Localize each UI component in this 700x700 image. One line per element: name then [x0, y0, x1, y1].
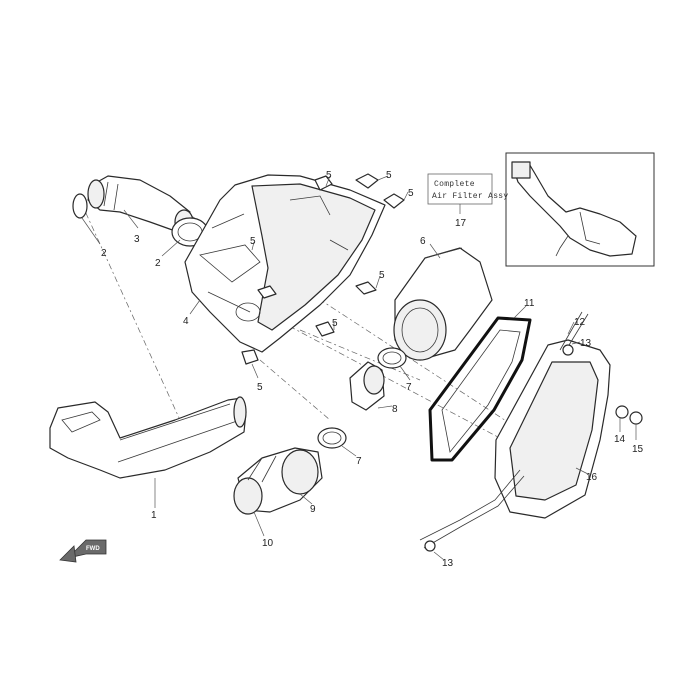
callout-10: 10: [262, 538, 274, 549]
callout-5-b: 5: [386, 170, 392, 181]
callout-5-g: 5: [257, 382, 263, 393]
inset-complete-assembly: [505, 152, 655, 267]
assembly-note-line1: Complete: [434, 180, 475, 189]
assembly-note-box: Complete Air Filter Assy 17: [427, 173, 509, 229]
part-sleeve: [349, 361, 385, 411]
part-band-clamp: [317, 347, 407, 449]
callout-4: 4: [183, 316, 189, 327]
part-intake-duct: [49, 396, 247, 479]
callout-7-a: 7: [406, 382, 412, 393]
callout-1: 1: [151, 510, 157, 521]
callout-17: 17: [455, 218, 467, 229]
callout-3: 3: [134, 234, 140, 245]
callout-8: 8: [392, 404, 398, 415]
callout-2-b: 2: [155, 258, 161, 269]
callout-9: 9: [310, 504, 316, 515]
callout-11: 11: [524, 298, 535, 309]
callout-leaders: [81, 175, 637, 561]
part-airbox-housing: [184, 174, 386, 353]
callout-5-f: 5: [332, 318, 338, 329]
callout-5-a: 5: [326, 170, 332, 181]
callout-13-a: 13: [580, 338, 592, 349]
callout-16: 16: [586, 472, 598, 483]
part-drain-plug: [615, 405, 643, 425]
part-airbox-cover: [419, 311, 611, 552]
assembly-note-line2: Air Filter Assy: [432, 192, 509, 201]
callout-14: 14: [614, 434, 626, 445]
callout-5-d: 5: [250, 236, 256, 247]
callout-6: 6: [420, 236, 426, 247]
forward-label: FWD: [86, 546, 100, 552]
callout-13-b: 13: [442, 558, 454, 569]
part-inlet-boot: [87, 175, 194, 235]
callout-5-c: 5: [408, 188, 414, 199]
part-clamp-a: [72, 193, 88, 219]
callout-12: 12: [574, 317, 586, 328]
callout-numbers: 1 2 2 3 4 5 5 5 5 5 5 5 6 7 7 8 9 10 11 …: [101, 170, 644, 569]
part-throttle-boot: [233, 447, 323, 515]
callout-7-b: 7: [356, 456, 362, 467]
callout-5-e: 5: [379, 270, 385, 281]
callout-2-a: 2: [101, 248, 107, 259]
forward-arrow-icon: FWD: [59, 539, 107, 563]
part-filter-element: [393, 247, 493, 361]
callout-15: 15: [632, 444, 644, 455]
part-filter-frame: [428, 316, 532, 462]
